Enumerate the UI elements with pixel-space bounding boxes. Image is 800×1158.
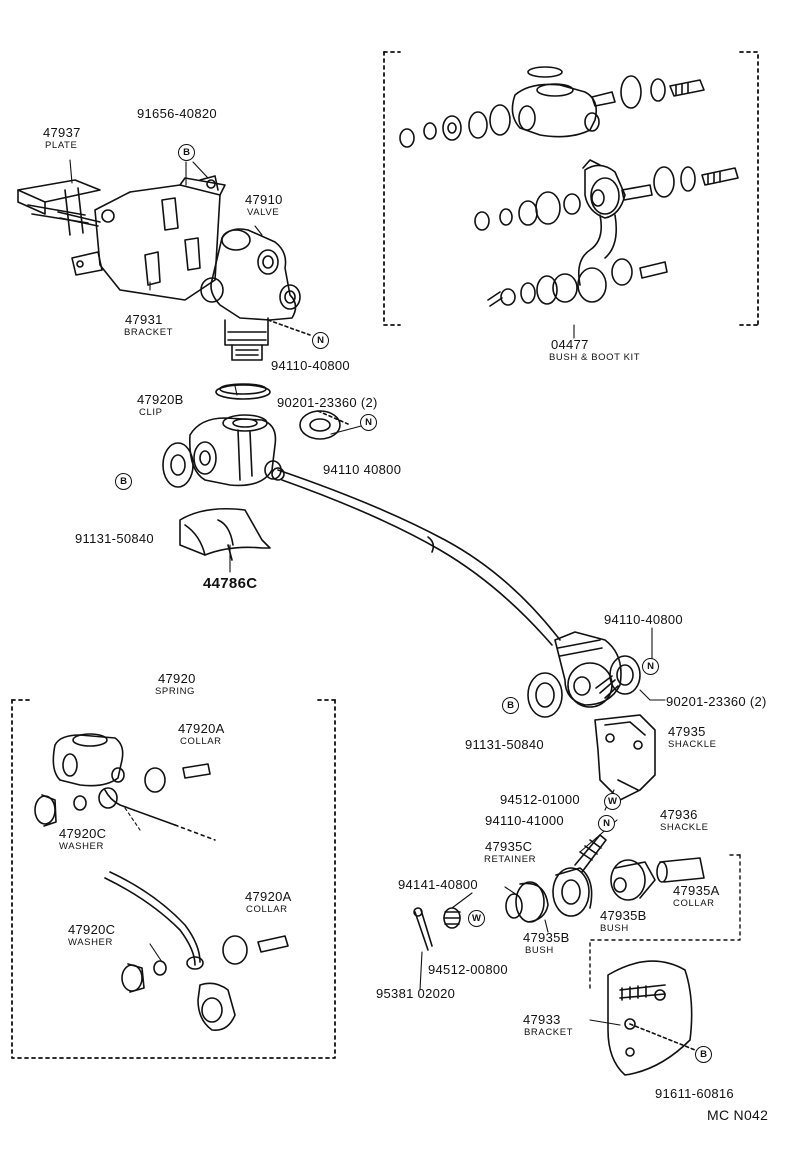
part-number: 47935B xyxy=(600,908,647,923)
part-number: 91656-40820 xyxy=(137,106,217,121)
part-number: 94512-00800 xyxy=(428,962,508,977)
part-name: WASHER xyxy=(59,841,104,852)
part-name: BRACKET xyxy=(124,327,174,338)
shackle-47935 xyxy=(594,714,656,801)
valve-47910 xyxy=(200,228,311,361)
part-name: BUSH & BOOT KIT xyxy=(549,352,641,363)
leader-lines xyxy=(69,159,666,1026)
part-number: 90201-23360 (2) xyxy=(666,694,767,709)
part-number: 95381 02020 xyxy=(376,986,456,1001)
part-number: 47935B xyxy=(523,930,570,945)
part-name: SHACKLE xyxy=(660,822,709,833)
part-name: PLATE xyxy=(45,140,78,151)
part-name: CLIP xyxy=(139,407,163,418)
brake-rod xyxy=(271,467,561,646)
part-number: 04477 xyxy=(551,337,589,352)
part-name: BUSH xyxy=(525,945,554,956)
part-name: BUSH xyxy=(600,923,629,934)
part-name: RETAINER xyxy=(484,854,537,865)
part-number: 47910 xyxy=(245,192,283,207)
part-number: 47920C xyxy=(68,922,116,937)
part-number: 47920C xyxy=(59,826,107,841)
part-number: 47920A xyxy=(178,721,225,736)
cover-44786c xyxy=(179,507,271,561)
spring-group-box xyxy=(11,699,336,1059)
ref-symbol-b: B xyxy=(695,1046,712,1063)
part-name: SHACKLE xyxy=(668,739,717,750)
lower-fitting xyxy=(527,631,641,718)
part-number: 91611-60816 xyxy=(655,1086,734,1101)
shackle-group-box xyxy=(589,854,741,991)
part-number: 47935 xyxy=(668,724,706,739)
part-number: 47937 xyxy=(43,125,81,140)
part-number: 91131-50840 xyxy=(465,737,544,752)
kit-parts xyxy=(399,66,739,307)
ref-symbol-w: W xyxy=(604,793,621,810)
clip-47920b xyxy=(215,383,271,400)
bracket-47931 xyxy=(71,175,226,301)
plate-47937 xyxy=(17,179,101,236)
part-number: 47920B xyxy=(137,392,184,407)
part-number: 47933 xyxy=(523,1012,561,1027)
ref-symbol-n: N xyxy=(642,658,659,675)
part-number: 94110-40800 xyxy=(271,358,350,373)
part-name: COLLAR xyxy=(246,904,288,915)
ref-symbol-b: B xyxy=(115,473,132,490)
part-number: 47935A xyxy=(673,883,720,898)
part-number: 91131-50840 xyxy=(75,531,154,546)
kit-group-box xyxy=(383,51,759,326)
part-number: 90201-23360 (2) xyxy=(277,395,378,410)
ref-symbol-n: N xyxy=(312,332,329,349)
part-number: 47936 xyxy=(660,807,698,822)
part-number: 44786C xyxy=(203,575,258,592)
part-number: 94141-40800 xyxy=(398,877,478,892)
part-name: BRACKET xyxy=(524,1027,574,1038)
part-number: 47935C xyxy=(485,839,533,854)
ref-symbol-b: B xyxy=(502,697,519,714)
part-name: COLLAR xyxy=(673,898,715,909)
part-name: WASHER xyxy=(68,937,113,948)
part-number: 47920A xyxy=(245,889,292,904)
valve-body-fitting xyxy=(162,410,349,488)
part-number: 47920 xyxy=(158,671,196,686)
ref-symbol-n: N xyxy=(598,815,615,832)
part-name: VALVE xyxy=(247,207,280,218)
part-number: 47931 xyxy=(125,312,163,327)
ref-symbol-n: N xyxy=(360,414,377,431)
bracket-47933 xyxy=(607,960,701,1076)
part-number: 94110 40800 xyxy=(323,462,402,477)
part-number: 94512-01000 xyxy=(500,792,580,807)
ref-symbol-b: B xyxy=(178,144,195,161)
shackle-47936-assembly xyxy=(413,834,705,951)
part-number: 94110-40800 xyxy=(604,612,683,627)
part-number: 94110-41000 xyxy=(485,813,564,828)
part-name: COLLAR xyxy=(180,736,222,747)
part-name: SPRING xyxy=(155,686,196,697)
ref-symbol-w: W xyxy=(468,910,485,927)
diagram-code: MC N042 xyxy=(707,1107,769,1123)
spring-assembly xyxy=(34,733,289,1032)
